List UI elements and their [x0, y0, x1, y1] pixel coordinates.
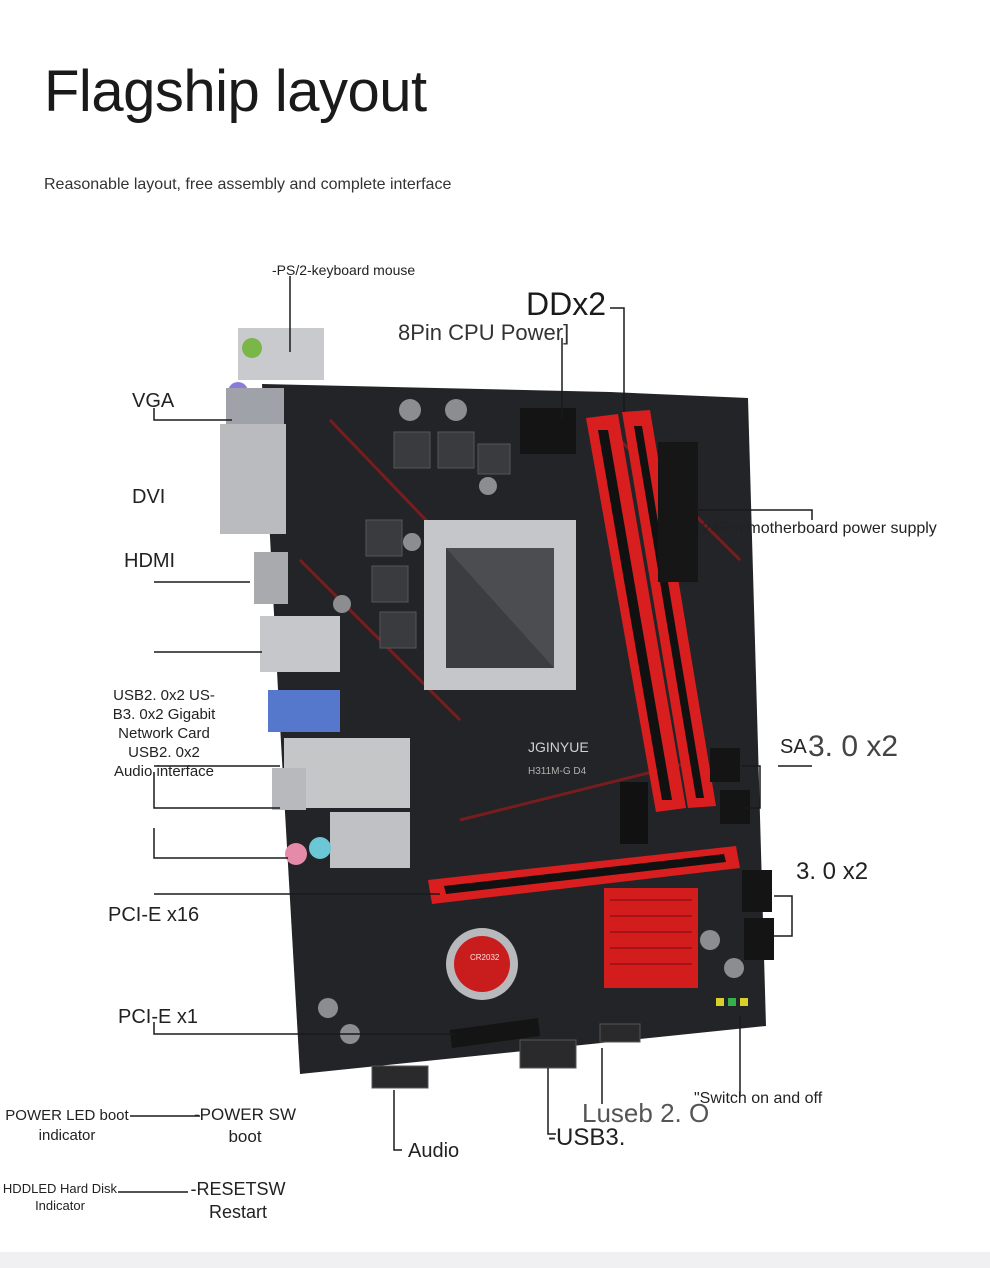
- silkscreen-brand: JGINYUE: [528, 739, 589, 755]
- label-power-sw: -POWER SW boot: [194, 1105, 296, 1146]
- usb3-port-stack: [268, 690, 340, 732]
- pcie-x16-slot: [428, 846, 740, 904]
- label-power-led: POWER LED boot indicator: [5, 1107, 129, 1144]
- pcie-x1-slot: [450, 1018, 540, 1048]
- leader-lines: [118, 276, 813, 1193]
- usb2-port-stack: [260, 616, 340, 672]
- label-switch-header: "Switch on and off: [694, 1090, 823, 1107]
- ps2-mouse-port: [242, 338, 262, 358]
- label-rear-io: USB2. 0x2 US- B3. 0x2 Gigabit Network Ca…: [112, 687, 216, 780]
- mic-jack: [285, 843, 307, 865]
- label-8pin-cpu-power: 8Pin CPU Power]: [398, 320, 570, 345]
- audio-jack-block: [330, 812, 410, 868]
- label-hdmi: HDMI: [124, 550, 176, 572]
- front-panel-led-header: [716, 998, 748, 1006]
- label-dvi: DVI: [132, 486, 166, 508]
- label-pcie-x16: PCI-E x16: [108, 904, 200, 926]
- label-audio-header: Audio: [408, 1140, 460, 1162]
- capacitors: [318, 399, 744, 1044]
- sata-ports: [710, 748, 774, 960]
- label-ddr-slots: DDx2: [526, 286, 607, 322]
- ddr-slots: [586, 410, 716, 812]
- label-sata-group-a: 3. 0 x2: [808, 730, 899, 763]
- m2-slot: [620, 782, 648, 844]
- dvi-port: [220, 424, 286, 534]
- rear-io-panel: [220, 328, 410, 868]
- label-hdd-led: HDDLED Hard Disk Indicator: [2, 1181, 118, 1213]
- vrm-chokes: [365, 431, 511, 649]
- label-usb3-header: -USB3.: [548, 1124, 626, 1151]
- cpu-socket: [424, 520, 576, 690]
- label-usb2-header: Luseb 2. O: [582, 1098, 710, 1128]
- silkscreen-model: H311M-G D4: [528, 766, 587, 777]
- battery-label: CR2032: [470, 953, 500, 962]
- line-in-jack: [309, 837, 331, 859]
- label-sata-group-b: 3. 0 x2: [796, 858, 869, 885]
- hdmi-port: [254, 552, 288, 604]
- label-sata-prefix: SA: [780, 736, 807, 758]
- page-subtitle: Reasonable layout, free assembly and com…: [44, 176, 452, 193]
- label-reset-sw: -RESETSW Restart: [190, 1179, 286, 1222]
- atx-24pin-connector: [658, 442, 698, 582]
- label-pcie-x1: PCI-E x1: [118, 1006, 199, 1028]
- chipset-heatsink: [604, 888, 698, 988]
- board-headers: [371, 1023, 641, 1089]
- label-24pin-power: 24Pin motherboard power supply: [702, 520, 937, 537]
- label-ps2-keyboard-mouse: -PS/2-keyboard mouse: [272, 262, 416, 278]
- cpu-8pin-connector: [520, 408, 576, 454]
- usb2-rear-port: [272, 768, 306, 810]
- page-title: Flagship layout: [44, 59, 427, 124]
- footer-band: [0, 1252, 990, 1268]
- label-vga: VGA: [132, 390, 175, 412]
- heatsink-fins: [610, 899, 692, 965]
